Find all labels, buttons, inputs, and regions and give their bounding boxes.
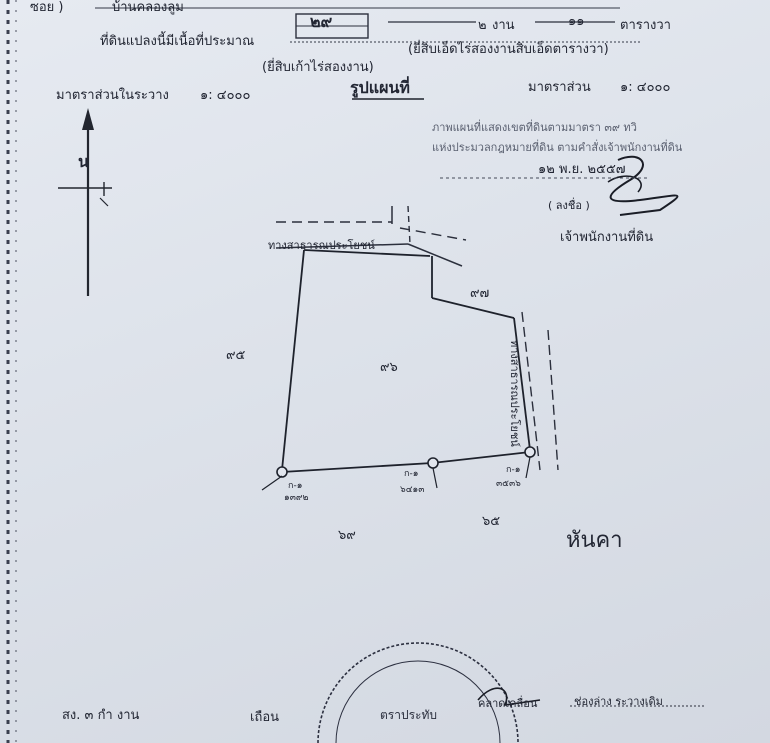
marker-right xyxy=(524,446,536,458)
area-label: ที่ดินแปลงนี้มีเนื้อที่ประมาณ xyxy=(100,34,255,49)
marker-left-code: ก-๑ xyxy=(288,481,303,491)
wa-unit: ตารางวา xyxy=(620,18,671,33)
area-words-left: (ยี่สิบเก้าไร่สองงาน) xyxy=(262,60,374,75)
road-right-label: ทางสาธารณประโยชน์ xyxy=(508,340,521,447)
marker-right-number: ๓๕๓๖ xyxy=(496,479,521,489)
handwritten-note: หันคา xyxy=(566,528,623,553)
footer-mid-text: เถือน xyxy=(250,710,280,725)
cert-date: ๑๒ พ.ย. ๒๕๕๗ xyxy=(538,162,626,177)
area-words-right: (ยี่สิบเอ็ดไร่สองงานสิบเอ็ดตารางวา) xyxy=(408,42,609,57)
footer-right-text-2: ช่องล่าง ระวางเดิม xyxy=(574,695,663,708)
ngan-value: ๒ xyxy=(478,18,487,33)
north-arrow-icon xyxy=(58,108,112,296)
marker-mid-number: ๖๔๑๓ xyxy=(400,485,425,495)
footer-right-text-1: คลาดเคลื่อน xyxy=(478,697,538,710)
cert-signature-line: ( ลงชื่อ ) xyxy=(548,199,590,212)
rai-value: ๒๙ xyxy=(310,12,333,31)
scale-left-label: มาตราส่วนในระวาง xyxy=(56,88,169,103)
road-top-label: ทางสาธารณประโยชน์ xyxy=(268,239,375,252)
cert-line-1: ภาพแผนที่แสดงเขตที่ดินตามมาตรา ๓๙ ทวิ xyxy=(432,121,637,134)
header-soi: ซอย ) xyxy=(30,0,64,15)
marker-right-code: ก-๑ xyxy=(506,465,521,475)
header-village: บ้านคลองลูม xyxy=(112,0,184,15)
marker-left xyxy=(276,466,288,478)
marker-mid xyxy=(427,457,439,469)
scale-left-value: ๑: ๔๐๐๐ xyxy=(200,88,251,103)
map-title: รูปแผนที่ xyxy=(350,78,410,97)
round-stamp xyxy=(317,642,519,743)
right-road xyxy=(521,311,559,471)
parcel-ne-number: ๙๗ xyxy=(470,286,490,301)
cert-line-2: แห่งประมวลกฎหมายที่ดิน ตามคำสั่งเจ้าพนัก… xyxy=(432,141,683,154)
scale-right-label: มาตราส่วน xyxy=(528,80,591,95)
scale-right-value: ๑: ๔๐๐๐ xyxy=(620,80,671,95)
signature-scribble xyxy=(609,155,679,216)
marker-left-number: ๑๓๙๒ xyxy=(284,493,309,503)
top-road xyxy=(275,205,467,267)
cert-officer-title: เจ้าพนักงานที่ดิน xyxy=(560,230,654,245)
parcel-center-number: ๙๖ xyxy=(380,360,398,375)
north-label: น xyxy=(78,152,89,171)
parcel-boundary xyxy=(281,249,531,473)
marker-mid-code: ก-๑ xyxy=(404,469,419,479)
footer-left-text: สง. ๓ กำ งาน xyxy=(62,708,140,723)
ngan-unit: งาน xyxy=(492,18,515,33)
parcel-west-number: ๙๕ xyxy=(226,348,246,363)
stamp-text: ตราประทับ xyxy=(380,708,438,722)
parcel-south-left-number: ๖๙ xyxy=(338,528,356,543)
parcel-south-right-number: ๖๕ xyxy=(482,514,501,529)
wa-value: ๑๑ xyxy=(568,14,585,29)
footer-signature xyxy=(477,687,541,706)
